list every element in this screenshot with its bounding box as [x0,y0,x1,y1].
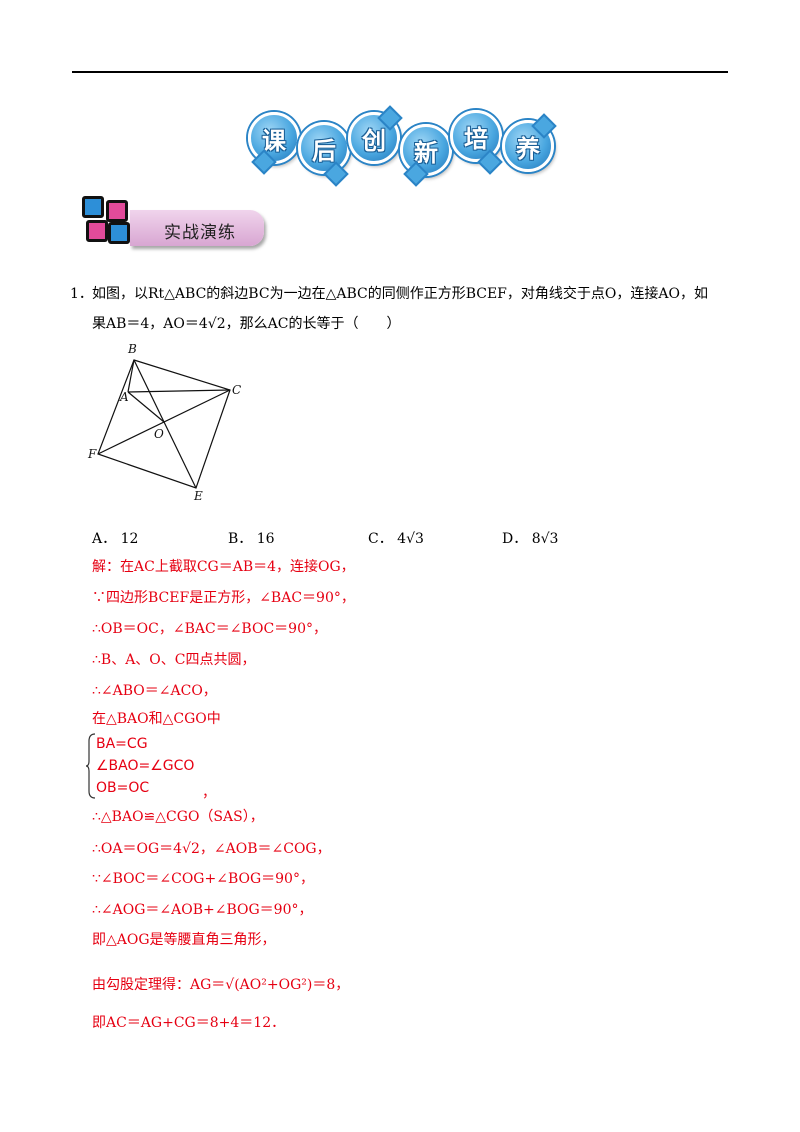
case-line-1: BA=CG [96,736,148,752]
choice-c: C． 4√3 [368,531,424,547]
case-line-2: ∠BAO=∠GCO [96,758,195,774]
label-B: B [127,342,137,356]
title-badge-4: 新 [400,124,452,187]
solution-line-9: ∵∠BOC＝∠COG+∠BOG＝90°， [92,871,314,887]
label-O: O [154,427,164,441]
solution-line-8: ∴OA＝OG＝4√2，∠AOB＝∠COG， [92,841,331,857]
page-title-badges: 课 后 创 新 培 养 [244,94,564,187]
solution-line-12: 由勾股定理得：AG＝√(AO²+OG²)＝8， [92,977,350,993]
solution-line-7: ∴△BAO≌△CGO（SAS）， [92,809,264,825]
solution-line-4: ∴B、A、O、C四点共圆， [92,652,256,668]
title-badge-3: 创 [348,105,403,164]
title-badge-1: 课 [248,112,300,175]
title-badge-2: 后 [298,122,350,187]
case-line-3: OB=OC [96,780,150,796]
choice-a: A． 12 [92,531,139,547]
solution-line-1: 解：在AC上截取CG＝AB＝4，连接OG， [92,559,355,575]
label-C: C [232,383,241,397]
case-brace [86,733,96,799]
label-E: E [193,489,203,503]
title-badge-6: 养 [502,113,557,172]
solution-line-3: ∴OB＝OC，∠BAC＝∠BOC＝90°， [92,621,327,637]
solution-line-5: ∴∠ABO＝∠ACO， [92,683,217,699]
choice-d: D． 8√3 [502,531,559,547]
solution-line-13: 即AC＝AG+CG＝8+4＝12． [92,1015,286,1031]
section-label: 实战演练 [164,223,236,243]
top-rule [72,71,728,73]
solution-line-11: 即△AOG是等腰直角三角形， [92,932,276,948]
label-F: F [87,447,97,461]
label-A: A [119,390,129,404]
solution-line-6: 在△BAO和△CGO中 [92,711,221,727]
case-conditions: BA=CG ∠BAO=∠GCO OB=OC [96,733,194,799]
section-bar [130,210,264,246]
case-comma: ， [202,785,216,801]
title-badge-5: 培 [450,110,503,175]
choice-b: B． 16 [228,531,275,547]
question-number: 1． [70,286,93,302]
geometry-figure: B A C O F E [87,342,241,503]
solution-line-10: ∴∠AOG＝∠AOB+∠BOG＝90°， [92,902,313,918]
question-text-line-1: 如图，以Rt△ABC的斜边BC为一边在△ABC的同侧作正方形BCEF，对角线交于… [92,286,708,302]
question-text-line-2: 果AB＝4，AO＝4√2，那么AC的长等于（ ） [92,316,401,332]
solution-line-2: ∵四边形BCEF是正方形，∠BAC＝90°， [92,590,355,606]
section-header: 实战演练 [78,190,268,252]
